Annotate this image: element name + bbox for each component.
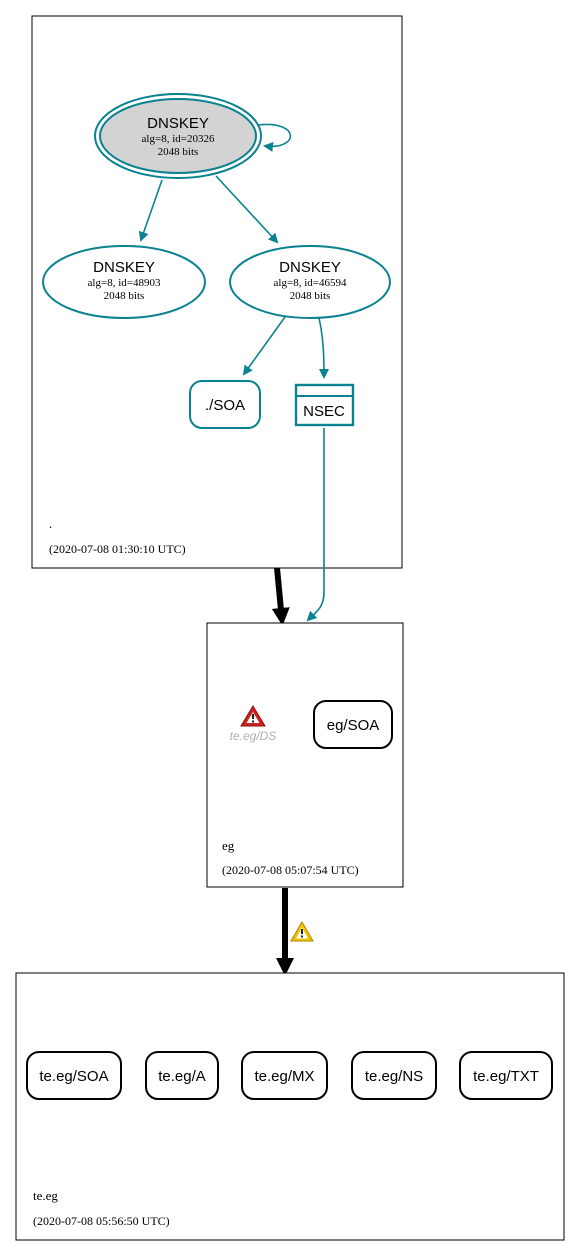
edge-ksk-to-zsk1 — [138, 179, 163, 242]
dnskey-zsk1-detail: alg=8, id=48903 — [88, 277, 161, 289]
zone-te-eg-box — [15, 972, 565, 1241]
zone-root-timestamp: (2020-07-08 01:30:10 UTC) — [49, 542, 186, 556]
te-eg-a-label: te.eg/A — [158, 1068, 206, 1085]
dnskey-zsk2-title: DNSKEY — [279, 259, 341, 276]
te-eg-soa-label: te.eg/SOA — [39, 1068, 108, 1085]
dnskey-ksk-bits: 2048 bits — [158, 146, 199, 158]
zone-eg-name: eg — [222, 838, 235, 853]
root-soa-label: ./SOA — [205, 397, 245, 414]
dnskey-zsk2-detail: alg=8, id=46594 — [274, 277, 347, 289]
zone-root-name: . — [49, 516, 52, 531]
dnskey-zsk1-bits: 2048 bits — [104, 290, 145, 302]
dnskey-ksk-detail: alg=8, id=20326 — [142, 133, 215, 145]
zone-eg-timestamp: (2020-07-08 05:07:54 UTC) — [222, 863, 359, 877]
delegation-root-to-eg — [271, 567, 290, 626]
dnskey-zsk-48903-node[interactable]: DNSKEY alg=8, id=48903 2048 bits — [42, 245, 206, 319]
root-nsec-label: NSEC — [303, 403, 345, 420]
eg-soa-node[interactable]: eg/SOA — [313, 700, 393, 749]
eg-soa-label: eg/SOA — [327, 717, 380, 734]
zone-eg-box — [206, 622, 404, 888]
delegation-warning-icon — [290, 921, 314, 942]
dnskey-zsk1-title: DNSKEY — [93, 259, 155, 276]
ksk-self-loop-edge — [257, 123, 292, 152]
te-eg-mx-node[interactable]: te.eg/MX — [241, 1051, 328, 1100]
te-eg-ns-label: te.eg/NS — [365, 1068, 423, 1085]
root-nsec-node[interactable]: NSEC — [294, 383, 355, 427]
zone-te-eg-name: te.eg — [33, 1188, 58, 1203]
eg-ds-label: te.eg/DS — [230, 729, 277, 743]
te-eg-ns-node[interactable]: te.eg/NS — [351, 1051, 437, 1100]
dnskey-zsk-46594-node[interactable]: DNSKEY alg=8, id=46594 2048 bits — [229, 245, 391, 319]
root-soa-node[interactable]: ./SOA — [189, 380, 261, 429]
te-eg-txt-label: te.eg/TXT — [473, 1068, 539, 1085]
error-warning-icon — [240, 705, 266, 727]
zone-te-eg: te.eg/SOA te.eg/A te.eg/MX te.eg/NS te.e… — [15, 972, 565, 1241]
eg-ds-node[interactable]: te.eg/DS — [230, 705, 277, 743]
te-eg-soa-node[interactable]: te.eg/SOA — [26, 1051, 122, 1100]
dnskey-ksk-node[interactable]: DNSKEY alg=8, id=20326 2048 bits — [94, 93, 262, 179]
edge-nsec-to-eg-zone — [306, 428, 325, 622]
te-eg-txt-node[interactable]: te.eg/TXT — [459, 1051, 553, 1100]
edge-zsk2-to-soa — [242, 316, 286, 376]
dnskey-zsk2-bits: 2048 bits — [290, 290, 331, 302]
edge-zsk2-to-nsec — [318, 317, 329, 379]
zone-eg: te.eg/DS eg/SOA eg (2020-07-08 05:07:54 … — [206, 622, 404, 888]
te-eg-a-node[interactable]: te.eg/A — [145, 1051, 219, 1100]
te-eg-mx-label: te.eg/MX — [254, 1068, 314, 1085]
zone-root: DNSKEY alg=8, id=20326 2048 bits DNSKEY … — [31, 15, 403, 569]
zone-te-eg-timestamp: (2020-07-08 05:56:50 UTC) — [33, 1214, 170, 1228]
dnskey-ksk-title: DNSKEY — [147, 115, 209, 132]
edge-ksk-to-zsk2 — [215, 175, 279, 244]
